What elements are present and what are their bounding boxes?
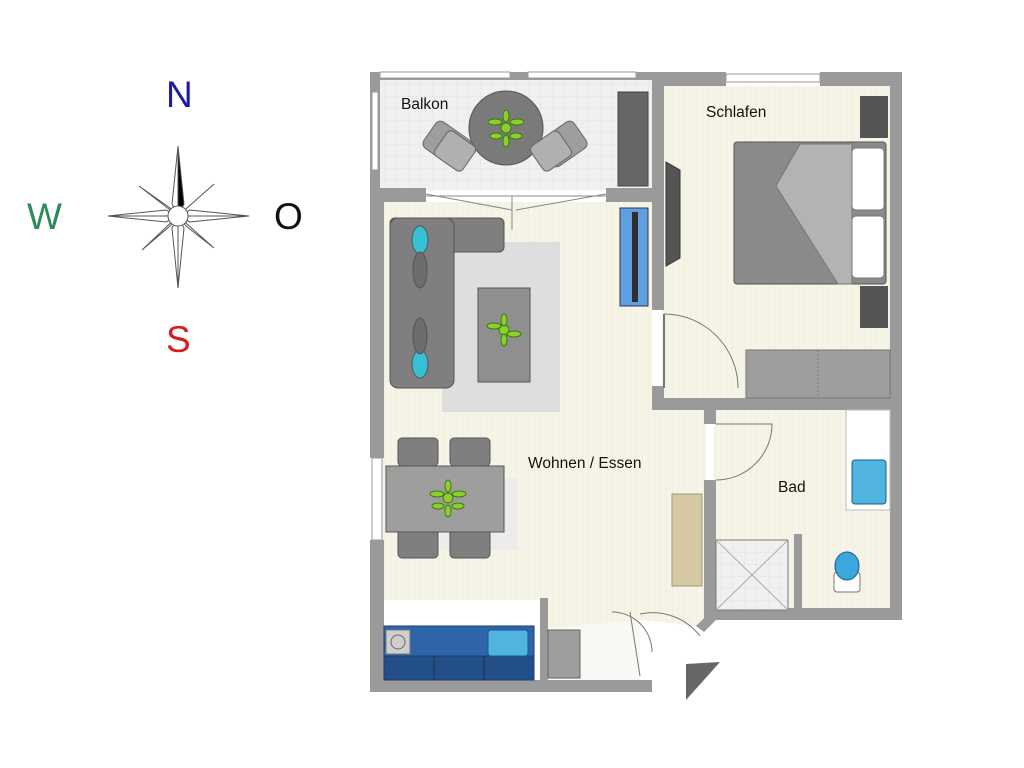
compass-north-label: N <box>166 74 193 115</box>
pillow <box>851 147 885 211</box>
bedroom-furniture <box>665 96 891 399</box>
balcony-door[interactable] <box>425 193 607 230</box>
stove <box>385 629 411 655</box>
compass-west-label: W <box>27 196 62 237</box>
compass-star-icon <box>107 145 250 289</box>
wall-segment <box>890 72 902 620</box>
bedroom-door[interactable] <box>663 313 739 389</box>
room-label-bedroom: Schlafen <box>706 104 766 121</box>
window-bedroom-top <box>725 73 821 83</box>
wall-segment <box>606 188 664 202</box>
wall-segment <box>370 72 656 80</box>
window-living-left <box>371 457 383 541</box>
windows <box>371 71 821 541</box>
window-balcony-right <box>527 71 637 79</box>
wall-segment <box>540 598 548 692</box>
nightstand <box>860 286 888 328</box>
wall-segment <box>704 608 902 620</box>
bath-furniture <box>715 409 891 611</box>
window-balcony-side <box>371 91 379 171</box>
double-bed <box>733 141 887 285</box>
plant-icon <box>429 479 467 518</box>
window-balcony-left <box>379 71 511 79</box>
balcony-furniture <box>422 90 649 187</box>
wall-segment <box>820 72 902 86</box>
living-furniture <box>383 207 703 681</box>
wall-segment <box>652 188 664 310</box>
pillow <box>851 215 885 279</box>
tv-stand <box>619 207 649 307</box>
wall-segment <box>656 72 726 86</box>
entrance-door[interactable] <box>611 611 701 677</box>
wall-segment <box>640 680 652 692</box>
plant-icon <box>486 313 522 347</box>
compass-east-label: O <box>274 196 303 237</box>
wall-segment <box>652 72 664 202</box>
wall-segment <box>370 190 384 458</box>
balcony-bench <box>617 91 649 187</box>
sofa <box>389 217 505 389</box>
wall-segment <box>652 398 902 410</box>
lounge-chair <box>422 120 477 172</box>
dining-chair <box>397 437 491 559</box>
kitchen-counter <box>383 625 535 681</box>
room-label-balcony: Balkon <box>401 96 448 113</box>
plant-icon <box>487 109 525 148</box>
nightstand <box>860 96 888 138</box>
wall-segment <box>696 610 716 632</box>
room-label-bath: Bad <box>778 479 806 496</box>
wall-segment <box>370 680 540 692</box>
tv <box>665 161 681 267</box>
toilet-seat <box>834 551 860 581</box>
kitchen-sink <box>487 629 529 657</box>
bath-wall-stub <box>794 534 802 610</box>
wall-segment <box>704 410 716 424</box>
wall-segment <box>370 188 426 202</box>
room-label-living: Wohnen / Essen <box>528 455 641 472</box>
wall-segment <box>704 480 716 612</box>
wall-segment <box>540 680 640 692</box>
lounge-chair <box>529 120 588 172</box>
sideboard <box>671 493 703 587</box>
compass-south-label: S <box>166 319 191 360</box>
bath-door[interactable] <box>715 423 773 481</box>
wall-segment <box>370 540 384 692</box>
wardrobe-entry <box>547 629 581 679</box>
entrance-arrow-icon <box>686 662 720 700</box>
compass-rose: N S W O <box>27 74 303 360</box>
bath-sink <box>851 459 887 505</box>
